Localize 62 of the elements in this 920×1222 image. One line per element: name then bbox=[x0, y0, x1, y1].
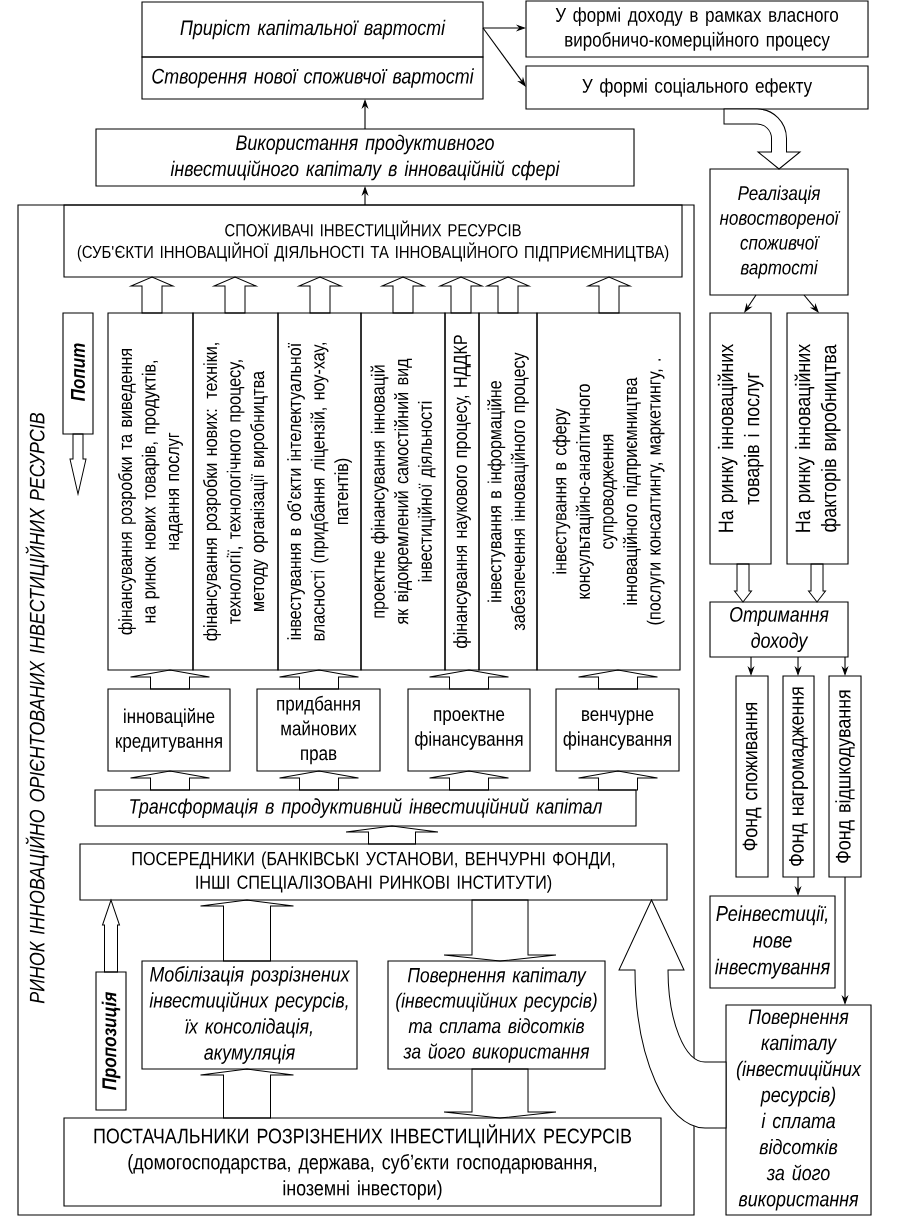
block-arrow bbox=[345, 825, 439, 845]
block-arrow bbox=[486, 276, 530, 314]
process-box: СПОЖИВАЧІ ІНВЕСТИЦІЙНИХ РЕСУРСІВ (СУБ'ЄКТИ ІННОВАЦІЙНОЇ ДІЯЛЬНОСТІ ТА ІННОВАЦІЙНОГО ПІДПРИЄМНИЦТВА) bbox=[63, 204, 683, 278]
text-column: На ринку інноваційних товарів і послуг bbox=[709, 312, 772, 565]
process-box: придбання майнових прав bbox=[256, 688, 381, 772]
process-box: У формі соціального ефекту bbox=[525, 65, 869, 110]
block-arrow bbox=[200, 899, 294, 962]
process-box: Повернення капіталу (інвестиційних ресурсів) і сплата відсотків за його використання bbox=[725, 1004, 872, 1216]
process-box: ПОСЕРЕДНИКИ (БАНКІВСЬКІ УСТАНОВИ, ВЕНЧУРНІ ФОНДИ, ІНШІ СПЕЦІАЛІЗОВАНІ РИНКОВІ ІНСТИТУТИ) bbox=[79, 843, 668, 901]
block-arrow bbox=[200, 1068, 294, 1119]
block-arrow bbox=[587, 276, 631, 314]
process-box: проектне фінансування bbox=[407, 688, 531, 772]
block-arrow bbox=[429, 770, 509, 791]
block-arrow bbox=[808, 563, 826, 603]
block-arrow bbox=[279, 770, 359, 791]
block-arrow bbox=[298, 276, 342, 314]
process-box: Реінвестиції, нове інвестування bbox=[709, 895, 836, 989]
text-column: фінансування розробки та виведення на ринок нових товарів, продуктів, надання послуг bbox=[107, 312, 194, 671]
arrow bbox=[803, 294, 819, 313]
text-column: проектне фінансування інновацій як відокремлений самостійний вид інвестиційної діяльності bbox=[360, 312, 446, 671]
process-box: Повернення капіталу (інвестиційних ресурсів) та сплата відсотків за його використання bbox=[387, 960, 606, 1070]
block-arrow bbox=[443, 1068, 557, 1119]
text-column: інвестування в сферу консультаційно-аналітичного супроводження інноваційного підприємництва (послуги консалтингу, маркетингу, . bbox=[536, 312, 681, 671]
arrow bbox=[482, 27, 526, 87]
label-box: Попит bbox=[62, 312, 94, 435]
block-arrow bbox=[439, 276, 483, 314]
arrow bbox=[744, 294, 757, 313]
text-column: Фонд нагромадження bbox=[782, 675, 815, 878]
process-box: інноваційне кредитування bbox=[107, 688, 231, 772]
block-arrow bbox=[130, 276, 174, 314]
process-box: У формі доходу в рамках власного виробничо-комерційного процесу bbox=[525, 0, 869, 58]
text-column: фінансування наукового процесу, НДДКР bbox=[444, 312, 480, 671]
block-arrow bbox=[381, 276, 425, 314]
process-box: Мобілізація розрізнених інвестиційних ресурсів, їх консолідація, акумуляція bbox=[141, 960, 358, 1070]
block-arrow bbox=[578, 669, 658, 690]
block-arrow bbox=[213, 276, 257, 314]
process-box: Отримання доходу bbox=[709, 601, 849, 658]
block-arrow bbox=[578, 770, 658, 791]
process-box: Приріст капітальної вартості bbox=[141, 1, 484, 58]
block-arrow bbox=[734, 563, 752, 603]
process-box: Трансформація в продуктивний інвестиційний капітал bbox=[94, 789, 637, 827]
curved-block-arrow bbox=[618, 899, 727, 1129]
process-box: ПОСТАЧАЛЬНИКИ РОЗРІЗНЕНИХ ІНВЕСТИЦІЙНИХ РЕСУРСІВ (домогосподарства, держава, суб’єкти господарювання, іноземні інвестори) bbox=[63, 1117, 662, 1207]
process-box: Використання продуктивного інвестиційного капіталу в інноваційній сфері bbox=[95, 128, 635, 187]
process-box: Реалізація новоствореної споживчої вартості bbox=[709, 168, 849, 296]
block-arrow bbox=[69, 433, 87, 495]
block-arrow bbox=[443, 899, 557, 962]
text-column: інвестування в інформаційне забезпечення інноваційного процесу bbox=[478, 312, 538, 671]
text-column: фінансування розробки нових: техніки, технології, технологічного процесу, методу організації виробництва bbox=[192, 312, 279, 671]
block-arrow bbox=[102, 899, 120, 973]
block-arrow bbox=[279, 669, 359, 690]
curved-block-arrow bbox=[723, 108, 801, 170]
process-box: Створення нової споживчої вартості bbox=[141, 56, 484, 100]
text-column: Фонд споживання bbox=[735, 675, 769, 878]
text-column: Фонд відшкодування bbox=[828, 675, 862, 878]
block-arrow bbox=[429, 669, 509, 690]
label-box: Пропозиція bbox=[95, 971, 127, 1111]
block-arrow bbox=[130, 669, 210, 690]
process-box: венчурне фінансування bbox=[555, 688, 680, 772]
block-arrow bbox=[130, 770, 210, 791]
text-column: інвестування в об'єкти інтелектуальної власності (придбання ліцензій, ноу-хау, патентів) bbox=[277, 312, 362, 671]
text-column: На ринку інноваційних факторів виробництва bbox=[786, 312, 849, 565]
